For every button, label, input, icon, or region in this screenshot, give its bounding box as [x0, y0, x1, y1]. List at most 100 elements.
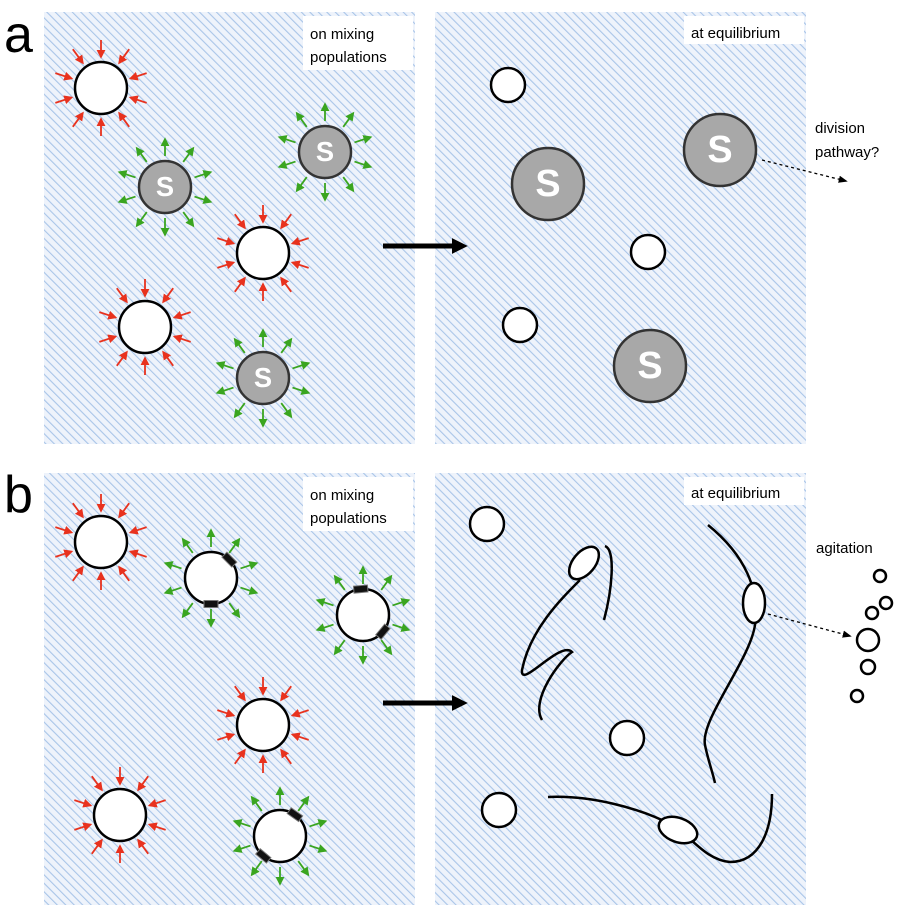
inward-arrow-icon: [128, 95, 147, 105]
outward-arrow-icon: [194, 195, 213, 204]
inward-arrow-icon: [91, 775, 103, 792]
outward-arrow-icon: [181, 602, 194, 619]
inward-arrow-icon: [55, 549, 74, 559]
inward-arrow-icon: [72, 48, 84, 65]
outward-arrow-icon: [295, 176, 308, 193]
inward-arrow-icon: [217, 708, 236, 718]
small-vesicle: [468, 505, 506, 543]
small-vesicle: [629, 233, 667, 271]
outward-arrow-icon: [392, 623, 411, 632]
outward-arrow-icon: [354, 160, 373, 169]
inward-arrow-icon: [280, 276, 292, 293]
outward-arrow-icon: [228, 537, 241, 554]
inward-arrow-icon: [147, 822, 166, 832]
panel-b-left-title-line2: populations: [310, 510, 387, 527]
agitation-dashed-arrow: [767, 613, 852, 638]
inward-arrow-icon: [128, 525, 147, 535]
outward-arrow-icon: [354, 135, 373, 144]
inward-arrow-icon: [162, 287, 174, 304]
outward-arrow-icon: [182, 146, 195, 163]
outward-arrow-icon: [292, 386, 311, 395]
fiber: [703, 524, 758, 784]
panel-letter-a: a: [4, 6, 33, 64]
inward-arrow-icon: [91, 838, 103, 855]
inward-arrow-icon: [99, 310, 118, 320]
outward-arrow-icon: [181, 537, 194, 554]
small-vesicle: [501, 306, 539, 344]
division-dashed-arrow: [761, 159, 848, 183]
outward-arrow-icon: [182, 211, 195, 228]
s-vesicle-label: S: [535, 163, 560, 205]
s-vesicle-label: S: [156, 171, 174, 202]
division-pathway-label-line1: division: [815, 120, 865, 137]
inward-arrow-icon: [217, 260, 236, 270]
s-vesicle: S: [215, 328, 311, 428]
inward-arrow-icon: [172, 310, 191, 320]
s-vesicle: S: [277, 102, 373, 202]
pore-icon: [254, 848, 272, 864]
inward-arrow-icon: [280, 213, 292, 230]
vesicle-compressed: [55, 40, 147, 136]
outward-arrow-icon: [333, 574, 346, 591]
panel-a-left-title-line2: populations: [310, 49, 387, 66]
pore-icon: [221, 551, 238, 568]
panel-b-equilibrium: [468, 505, 894, 864]
outward-arrow-icon: [309, 844, 328, 853]
inward-arrow-icon: [118, 502, 130, 519]
outward-arrow-icon: [250, 860, 263, 877]
inward-arrow-icon: [234, 748, 246, 765]
vesicle-compressed: [55, 494, 147, 590]
inward-arrow-icon: [217, 732, 236, 742]
panel-b-right-title: at equilibrium: [691, 485, 780, 502]
s-vesicle: S: [510, 146, 586, 222]
agitation-label: agitation: [816, 540, 873, 557]
vesicle-compressed: [74, 767, 166, 863]
s-vesicle-label: S: [254, 362, 272, 393]
outward-arrow-icon: [117, 195, 136, 204]
panel-letter-b: b: [4, 466, 33, 524]
inward-arrow-icon: [99, 334, 118, 344]
outward-arrow-icon: [309, 819, 328, 828]
vesicle-compressed: [217, 205, 309, 301]
outward-arrow-icon: [297, 795, 310, 812]
outward-arrow-icon: [392, 598, 411, 607]
inward-arrow-icon: [290, 260, 309, 270]
vesicle-layer: S S S S S S: [55, 40, 758, 886]
vesicle-compressed: [99, 279, 191, 375]
outward-arrow-icon: [232, 844, 251, 853]
inward-arrow-icon: [55, 71, 74, 81]
elongated-vesicle: [657, 815, 699, 845]
s-vesicle-label: S: [316, 136, 334, 167]
outward-arrow-icon: [240, 561, 259, 570]
inward-arrow-icon: [147, 798, 166, 808]
fiber: [602, 544, 613, 621]
inward-arrow-icon: [172, 334, 191, 344]
inward-arrow-icon: [116, 287, 128, 304]
outward-arrow-icon: [194, 170, 213, 179]
outward-arrow-icon: [240, 586, 259, 595]
inward-arrow-icon: [280, 685, 292, 702]
small-vesicle: [480, 791, 518, 829]
fiber: [520, 579, 581, 721]
division-pathway-label-line2: pathway?: [815, 144, 879, 161]
outward-arrow-icon: [297, 860, 310, 877]
outward-arrow-icon: [380, 639, 393, 656]
inward-arrow-icon: [290, 708, 309, 718]
elongated-vesicle: [741, 581, 767, 625]
fiber: [547, 793, 774, 864]
outward-arrow-icon: [315, 598, 334, 607]
inward-arrow-icon: [217, 236, 236, 246]
s-vesicle: S: [682, 112, 758, 188]
inward-arrow-icon: [234, 276, 246, 293]
s-vesicle: S: [117, 137, 213, 237]
inward-arrow-icon: [72, 565, 84, 582]
inward-arrow-icon: [118, 111, 130, 128]
outward-arrow-icon: [295, 111, 308, 128]
inward-arrow-icon: [280, 748, 292, 765]
vesicle-with-pores: [315, 565, 411, 665]
s-vesicle-label: S: [637, 345, 662, 387]
outward-arrow-icon: [232, 819, 251, 828]
outward-arrow-icon: [228, 602, 241, 619]
inward-arrow-icon: [74, 822, 93, 832]
